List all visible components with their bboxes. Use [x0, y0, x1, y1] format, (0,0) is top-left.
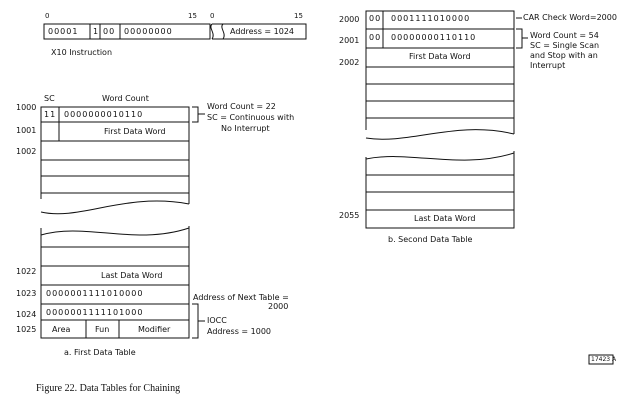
bit-label-15: 15	[188, 12, 197, 20]
first-data-word: First Data Word	[104, 127, 166, 136]
address-1002: 1002	[16, 147, 37, 156]
stamp-box	[588, 354, 614, 365]
x10-op-field: 00001	[48, 27, 79, 36]
bit-label-0: 0	[45, 12, 50, 20]
x10-bit-field: 1	[93, 27, 99, 36]
word-count-value-2: 00000000110110	[391, 33, 477, 42]
last-data-word: Last Data Word	[101, 271, 163, 280]
address-2000: 2000	[339, 15, 360, 24]
address-1000: 1000	[16, 103, 37, 112]
address-1023: 1023	[16, 289, 37, 298]
note-interrupt: Interrupt	[530, 61, 566, 70]
note-sc-continuous: SC = Continuous with	[207, 113, 295, 122]
check-word-sc: 00	[369, 14, 382, 23]
sc-value: 11	[44, 110, 57, 119]
note-word-count-54: Word Count = 54	[530, 31, 599, 40]
address-2002: 2002	[339, 58, 360, 67]
first-table-caption: a. First Data Table	[64, 348, 136, 357]
x10-address-word	[210, 23, 307, 40]
second-first-data-word: First Data Word	[409, 52, 471, 61]
word-count-value: 0000000010110	[64, 110, 144, 119]
note-stop-with: and Stop with an	[530, 51, 598, 60]
note-next-table: Address of Next Table =	[193, 293, 289, 302]
word-count-header: Word Count	[102, 94, 149, 103]
next-table-address-value: 0000001111010000	[46, 289, 144, 298]
address-2001: 2001	[339, 36, 360, 45]
x10-tag-field: 00	[103, 27, 116, 36]
second-table-top	[365, 10, 522, 140]
address-2055: 2055	[339, 211, 360, 220]
second-table-caption: b. Second Data Table	[388, 235, 473, 244]
first-table-top	[40, 106, 190, 215]
iocc-area-field: Area	[52, 325, 71, 334]
iocc-modifier-field: Modifier	[138, 325, 171, 334]
iocc-function-field: Fun	[95, 325, 110, 334]
figure-stamp: 17423 A	[591, 356, 617, 363]
second-last-data-word: Last Data Word	[414, 214, 476, 223]
note-iocc: IOCC	[207, 316, 227, 325]
address-1024: 1024	[16, 310, 37, 319]
first-table-bottom	[40, 226, 190, 339]
word-count-sc: 00	[369, 33, 382, 42]
x10-instruction-word	[43, 23, 211, 40]
address-1022: 1022	[16, 267, 37, 276]
bit-label-15-second-word: 15	[294, 12, 303, 20]
sc-header: SC	[44, 94, 55, 103]
address-1025: 1025	[16, 325, 37, 334]
first-table-brackets	[192, 106, 205, 339]
note-next-table-value: 2000	[268, 302, 289, 311]
iocc-address-value: 0000001111101000	[46, 308, 144, 317]
note-car-check-word: CAR Check Word=2000	[523, 13, 617, 22]
check-word-value: 0001111010000	[391, 14, 471, 23]
note-no-interrupt: No Interrupt	[221, 124, 270, 133]
x10-displacement-field: 00000000	[124, 27, 173, 36]
x10-address-value: Address = 1024	[230, 27, 295, 36]
x10-instruction-label: X10 Instruction	[51, 48, 113, 57]
second-table-bottom	[365, 151, 515, 229]
note-iocc-address: Address = 1000	[207, 327, 272, 336]
note-single-scan: SC = Single Scan	[530, 41, 600, 50]
second-table-bracket	[516, 28, 528, 49]
bit-label-0-second-word: 0	[210, 12, 215, 20]
address-1001: 1001	[16, 126, 37, 135]
figure-caption: Figure 22. Data Tables for Chaining	[36, 383, 181, 394]
note-word-count-22: Word Count = 22	[207, 102, 276, 111]
